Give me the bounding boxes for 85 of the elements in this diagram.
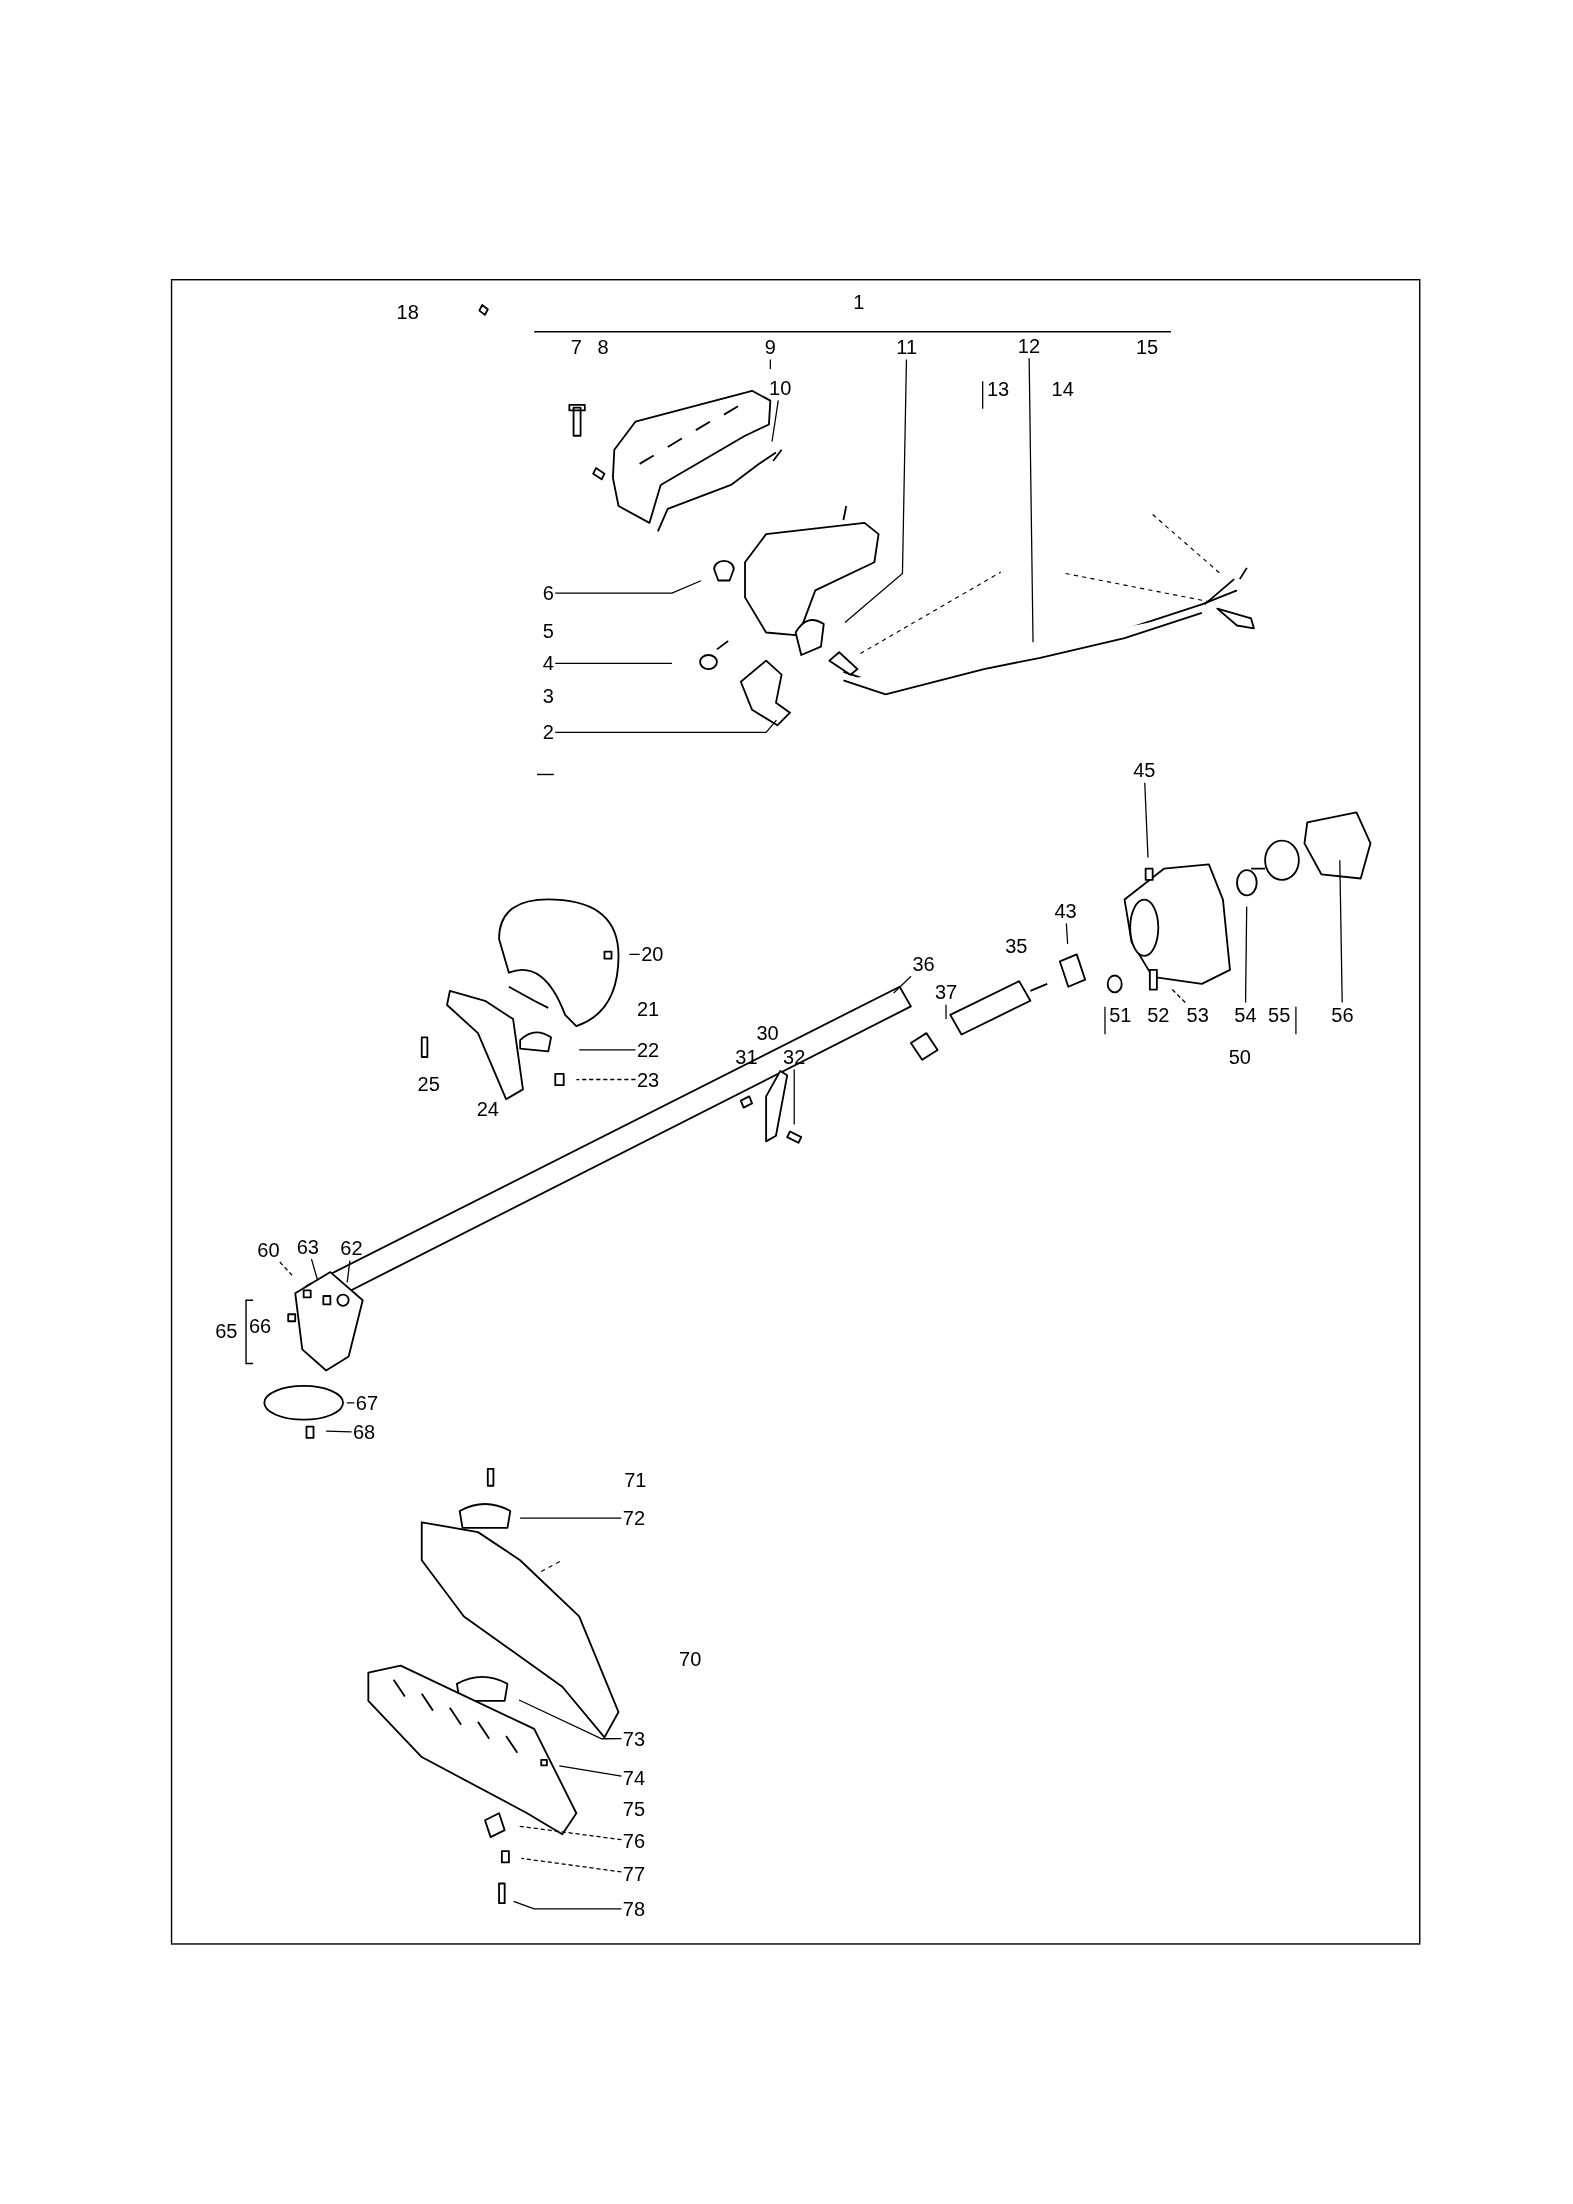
leader-line	[1170, 987, 1186, 1004]
leader-line	[628, 953, 641, 956]
callout-number: 24	[476, 1098, 499, 1121]
callout-number: 11	[896, 336, 918, 359]
callout-number: 31	[735, 1046, 758, 1069]
callout-number: 13	[986, 378, 1010, 401]
callout-number: 37	[934, 981, 958, 1004]
leader-line	[893, 975, 912, 994]
callout-number: 30	[756, 1022, 779, 1045]
callout-number: 78	[622, 1897, 646, 1920]
callout-number: 70	[679, 1647, 702, 1670]
callout-number: 18	[396, 301, 419, 324]
leader-line	[518, 1699, 623, 1740]
leader-line	[1339, 859, 1343, 1004]
callout-number: 35	[1005, 935, 1028, 958]
callout-number: 60	[257, 1238, 280, 1261]
callout-number: 9	[764, 336, 776, 359]
callout-number: 76	[622, 1830, 646, 1853]
callout-number: 22	[636, 1039, 660, 1062]
callout-number: 73	[622, 1727, 646, 1750]
callout-number: 36	[912, 953, 935, 976]
leader-line	[554, 580, 702, 594]
leader-line	[769, 358, 771, 370]
callout-number: 77	[622, 1862, 646, 1885]
leader-line	[575, 1078, 637, 1081]
leader-line	[346, 1402, 356, 1404]
callout-number: 75	[622, 1798, 646, 1821]
leader-line	[516, 1825, 623, 1841]
callout-number: 4	[542, 652, 554, 675]
leader-line	[982, 380, 984, 410]
leader-line	[310, 1258, 319, 1281]
callout-number: 2	[542, 721, 554, 744]
callout-number: 15	[1135, 336, 1159, 359]
callout-number: 72	[622, 1507, 646, 1530]
callout-number: 65	[215, 1320, 238, 1343]
leader-line	[578, 1049, 637, 1051]
callout-number: 25	[417, 1072, 440, 1095]
leader-line	[554, 719, 778, 733]
leader-line	[520, 1857, 623, 1873]
callout-number: 68	[352, 1421, 376, 1444]
leader-line	[945, 1004, 947, 1020]
leader-line	[558, 1765, 623, 1777]
leader-line	[346, 1259, 351, 1283]
callout-number: 3	[542, 684, 554, 707]
leader-line	[771, 399, 779, 443]
leader-line	[844, 358, 908, 624]
callout-number: 62	[340, 1237, 363, 1260]
callout-number: 10	[769, 376, 792, 399]
callout-number: 53	[1186, 1003, 1209, 1026]
leader-line	[1295, 1006, 1297, 1035]
leader-line	[519, 1517, 623, 1519]
callout-number: 56	[1331, 1003, 1354, 1026]
leader-line	[512, 1900, 623, 1910]
callout-number: 32	[783, 1046, 806, 1069]
leader-line	[1144, 782, 1149, 859]
callout-number: 1	[853, 291, 865, 314]
callout-number: 50	[1228, 1046, 1251, 1069]
leader-line	[793, 1068, 795, 1126]
callout-number: 66	[248, 1314, 272, 1337]
leader-line	[554, 662, 673, 665]
callout-number: 52	[1147, 1003, 1170, 1026]
leader-line	[1244, 906, 1248, 1004]
callout-number: 5	[542, 620, 554, 643]
leader-line	[1104, 1006, 1106, 1035]
leader-line	[1065, 922, 1069, 945]
callout-number: 14	[1051, 378, 1074, 401]
callout-number: 67	[355, 1391, 378, 1414]
leader-line	[1028, 357, 1034, 643]
callout-number: 23	[636, 1068, 660, 1091]
callout-number: 74	[622, 1767, 646, 1790]
callout-number: 55	[1268, 1003, 1291, 1026]
callout-number: 71	[624, 1469, 647, 1492]
callout-number: 63	[296, 1235, 319, 1258]
callout-number: 51	[1109, 1003, 1132, 1026]
leader-line	[279, 1261, 293, 1276]
callout-number: 6	[542, 582, 554, 605]
callout-number: 21	[636, 998, 660, 1021]
callout-number: 45	[1133, 759, 1156, 782]
callout-number: 8	[597, 336, 609, 359]
callout-number: 12	[1017, 334, 1041, 357]
callout-number: 54	[1234, 1003, 1257, 1026]
callout-number: 7	[570, 336, 582, 359]
callout-number: 20	[641, 943, 664, 966]
leader-line	[325, 1430, 353, 1433]
callout-number: 43	[1054, 899, 1077, 922]
